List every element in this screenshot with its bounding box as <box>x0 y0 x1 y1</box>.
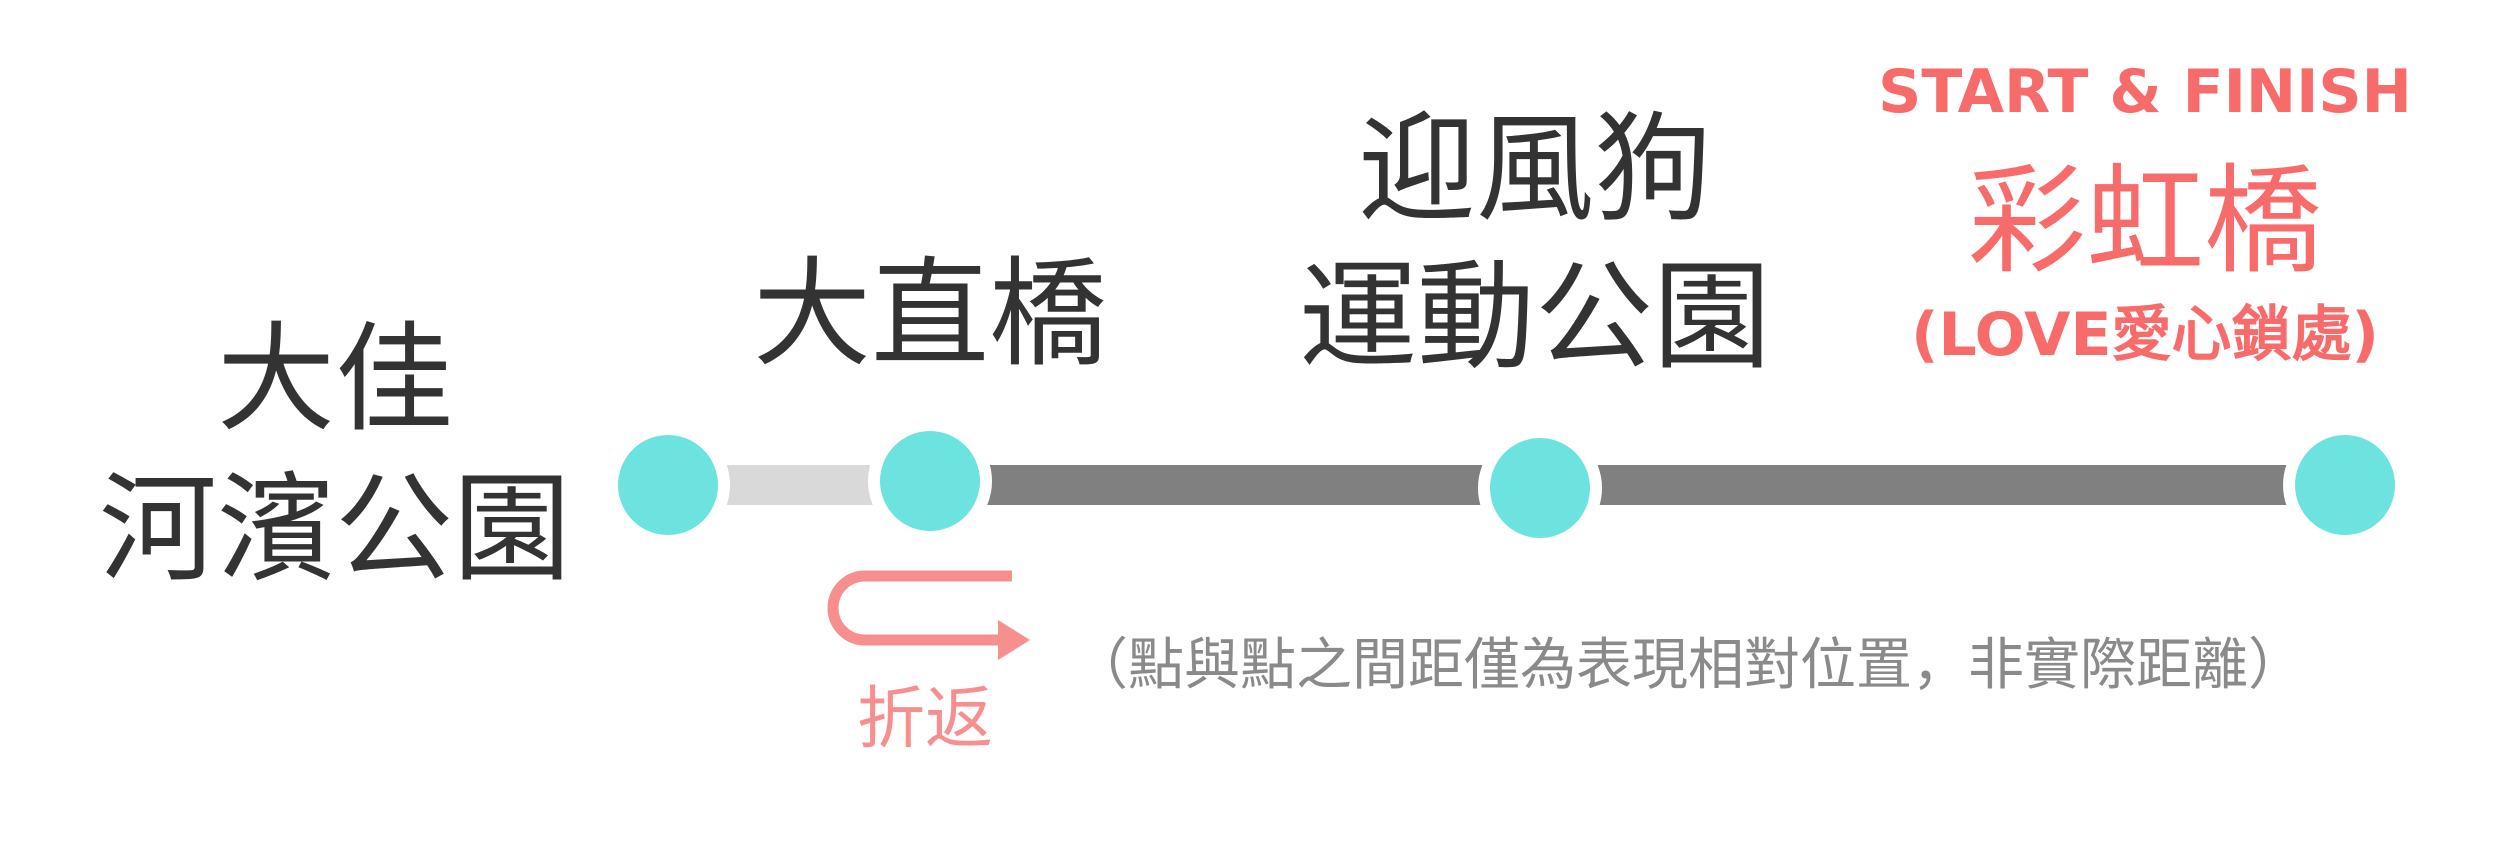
station-label-yingfeng-line1: 迎風狗 <box>1358 100 1712 238</box>
station-label-rainbow: 彩虹橋 <box>1968 152 2322 290</box>
station-dot-dajia <box>606 423 730 547</box>
start-finish-tag: START & FINISH <box>1878 57 2412 127</box>
station-dot-rainbow <box>2283 423 2407 547</box>
u-turn-arrow-icon <box>827 570 1030 660</box>
station-label-dazhi: 大直橋 <box>753 245 1107 383</box>
station-label-yingfeng-line2: 運動公園 <box>1299 248 1771 386</box>
distance-note: （點與點之間距僅為表現相對位置，非實際距離） <box>1072 633 2304 698</box>
station-label-dajia-line2: 河濱公園 <box>99 460 571 598</box>
station-label-dajia-line1: 大佳 <box>217 310 453 448</box>
station-sublabel-rainbow: (LOVE愛心鎖處) <box>1911 300 2379 370</box>
turnaround-label: 折返 <box>857 680 993 759</box>
station-dot-dazhi <box>868 419 992 543</box>
station-dot-yingfeng <box>1478 426 1602 550</box>
